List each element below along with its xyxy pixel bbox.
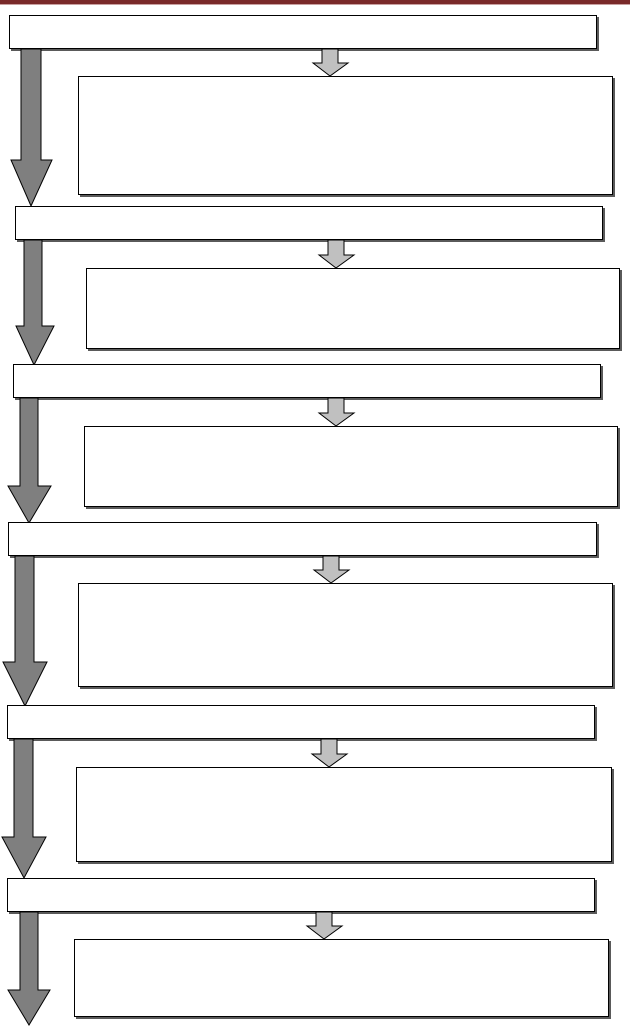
short-down-arrow-3 (317, 397, 356, 427)
detail-box-5 (76, 767, 612, 862)
detail-box-2 (86, 268, 620, 349)
long-down-arrow-3 (7, 397, 52, 524)
short-down-arrow-2 (317, 239, 356, 269)
short-down-arrow-6 (305, 911, 344, 940)
header-rule (0, 0, 630, 5)
stage-box-6 (7, 878, 595, 912)
short-down-arrow-1 (311, 48, 350, 77)
long-down-arrow-5 (1, 738, 47, 880)
stage-box-1 (9, 15, 597, 49)
stage-box-5 (7, 705, 595, 739)
long-down-arrow-6 (7, 911, 51, 1026)
stage-box-4 (8, 522, 597, 556)
long-down-arrow-1 (10, 48, 53, 208)
detail-box-6 (74, 939, 609, 1017)
detail-box-3 (84, 426, 618, 507)
detail-box-1 (78, 76, 613, 195)
stage-box-3 (13, 364, 601, 398)
stage-box-2 (15, 206, 603, 240)
short-down-arrow-5 (310, 738, 349, 768)
long-down-arrow-4 (2, 555, 48, 708)
detail-box-4 (78, 583, 613, 687)
long-down-arrow-2 (15, 239, 55, 367)
short-down-arrow-4 (312, 555, 351, 584)
